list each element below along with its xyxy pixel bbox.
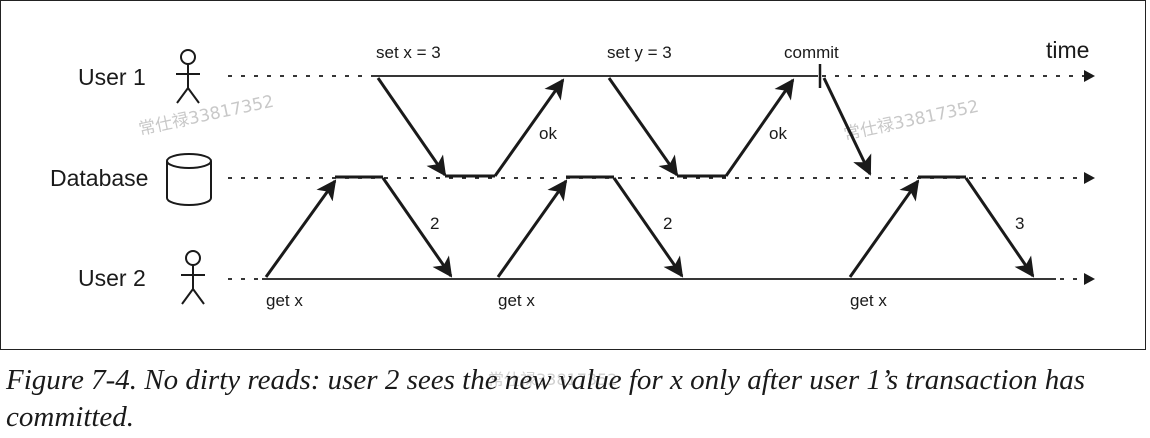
read-x-exchange-3 [848,175,1035,278]
commit-label: commit [784,43,839,62]
dirty-reads-diagram: 常仕禄33817352 常仕禄33817352 User 1 Database … [50,37,1095,310]
write-x-exchange [376,77,565,178]
watermark: 常仕禄33817352 [842,97,981,145]
user-1-time-arrow-icon [1084,70,1095,82]
user-2-time-arrow-icon [1084,273,1095,285]
set-y-label: set y = 3 [607,43,672,62]
figure-caption: Figure 7-4. No dirty reads: user 2 sees … [6,364,1086,433]
caption-watermark: 常仕禄33817352 [488,370,618,389]
set-x-label: set x = 3 [376,43,441,62]
read-x-exchange-2 [496,175,684,278]
time-axis-label: time [1046,37,1089,63]
actor-label-user-2: User 2 [78,265,146,291]
read-x-exchange-1 [264,175,453,278]
return-value-label: 3 [1015,214,1024,233]
database-cylinder-icon [166,153,212,206]
get-x-label: get x [498,291,535,310]
watermark: 常仕禄33817352 [137,92,276,140]
get-x-label: get x [850,291,887,310]
user-2-stick-figure-icon [181,250,205,305]
user-1-stick-figure-icon [176,49,200,104]
get-x-label: get x [266,291,303,310]
commit-arrow [822,77,872,176]
actor-label-database: Database [50,165,148,191]
actor-label-user-1: User 1 [78,64,146,90]
return-value-label: 2 [663,214,672,233]
write-y-exchange [607,77,795,178]
ok-label: ok [539,124,557,143]
database-time-arrow-icon [1084,172,1095,184]
ok-label: ok [769,124,787,143]
return-value-label: 2 [430,214,439,233]
